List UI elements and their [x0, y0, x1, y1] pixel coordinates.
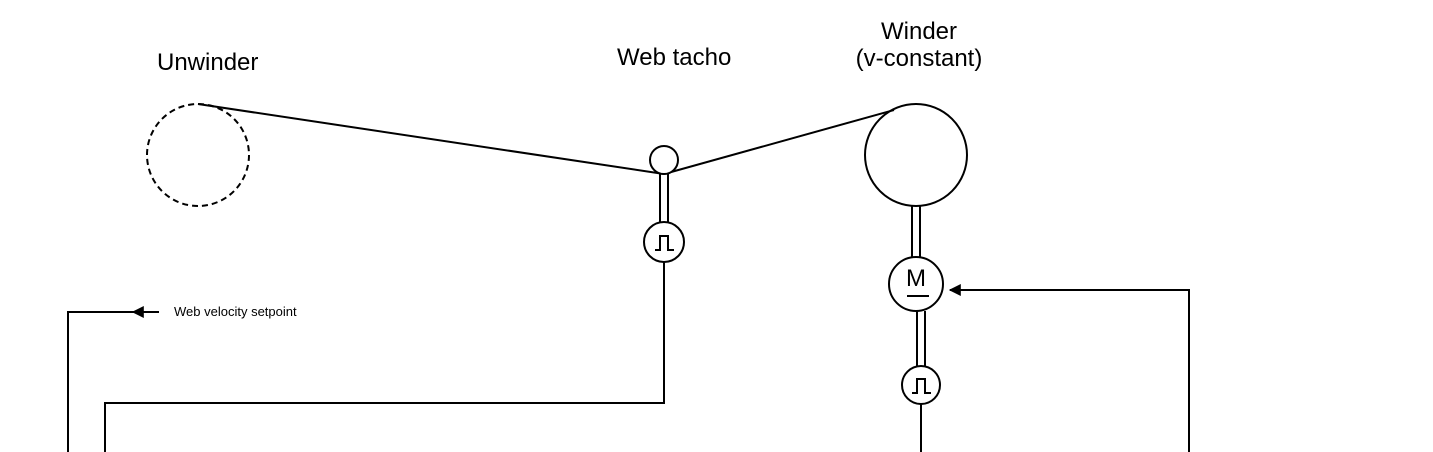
winder-roll: [864, 103, 968, 207]
web-span-tacho-to-winder: [663, 109, 895, 175]
web-span-unwinder-to-tacho: [197, 103, 665, 175]
pulse-encoder-icon: [643, 221, 685, 263]
winder-label-line2: (v-constant): [855, 44, 983, 72]
unwinder-label: Unwinder: [157, 49, 259, 76]
motor-icon: [888, 256, 944, 312]
tacho-signal-line: [104, 262, 665, 452]
motor-drive-line: [948, 284, 1190, 452]
winder-label-line1: Winder: [880, 18, 958, 45]
unwinder-roll: [146, 103, 250, 207]
web-velocity-setpoint-label: Web velocity setpoint: [174, 304, 297, 319]
pulse-encoder-icon: [901, 365, 941, 405]
motor-symbol-label: M: [906, 265, 926, 292]
web-tacho-roller: [649, 145, 679, 175]
winder-label: Winder (v-constant): [840, 18, 998, 73]
web-tacho-label: Web tacho: [617, 44, 732, 71]
web-velocity-setpoint-line: [67, 311, 159, 452]
